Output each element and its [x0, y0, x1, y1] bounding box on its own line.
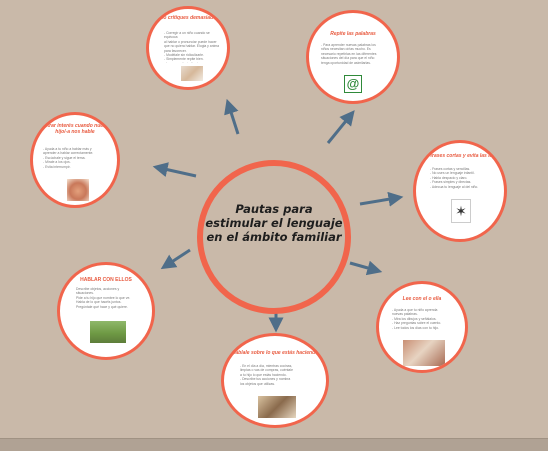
central-topic-title: Pautas para estimular el lenguaje en el …: [205, 202, 343, 244]
photo-icon: [67, 179, 89, 201]
node-text: - Ayuda a tu niño a hablar más y aprende…: [43, 147, 94, 169]
arrow-to-repite-palabras: [326, 110, 355, 144]
at-sign-icon: @: [344, 75, 362, 93]
node-title: Repite las palabras: [330, 31, 376, 37]
arrow-to-no-criticar: [224, 98, 240, 135]
node-title: Mostrar interés cuando nuestro hijo/-a n…: [37, 123, 113, 135]
central-topic[interactable]: Pautas para estimular el lenguaje en el …: [197, 160, 351, 314]
photo-icon: [258, 396, 296, 418]
node-title: HABLAR CON ELLOS: [80, 277, 132, 283]
node-mostrar-interes[interactable]: Mostrar interés cuando nuestro hijo/-a n…: [30, 112, 120, 208]
node-text: - Para aprender nuevas palabras los niño…: [321, 43, 377, 65]
node-text: - En el día a día, mientras cocinas, lim…: [240, 364, 293, 386]
node-title: Háblale sobre lo que estás haciendo: [231, 350, 319, 356]
node-text: - Ayuda a que tu niño aprenda nuevas pal…: [392, 308, 442, 330]
arrow-to-frases-cortas: [359, 191, 404, 207]
node-frases-cortas[interactable]: Elige frases cortas y evita las largas -…: [413, 140, 507, 242]
node-lee-con-el[interactable]: Lee con el o ella - Ayuda a que tu niño …: [376, 281, 468, 373]
node-title: No critiques demasiado: [159, 15, 217, 21]
arrow-to-lee-con-el: [349, 260, 383, 276]
arrow-to-mostrar-interes: [152, 162, 197, 178]
node-text: Describe objetos, acciones y situaciones…: [76, 287, 131, 309]
node-text: - Corregir a un niño cuando se equivoca …: [164, 31, 220, 63]
node-title: Lee con el o ella: [402, 296, 442, 302]
node-hablar-con-ellos[interactable]: HABLAR CON ELLOS Describe objetos, accio…: [57, 262, 155, 360]
figure-icon: ✶: [451, 199, 471, 223]
photo-icon: [403, 340, 445, 366]
node-text: - Frases cortas y sencillas. - No uses u…: [430, 167, 479, 189]
photo-icon: [181, 66, 203, 81]
bottom-bar: [0, 438, 548, 451]
photo-icon: [90, 321, 126, 343]
arrow-to-hablar-con-ellos: [160, 248, 191, 270]
node-title: Elige frases cortas y evita las largas: [417, 153, 503, 159]
node-hablale-sobre[interactable]: Háblale sobre lo que estás haciendo - En…: [221, 333, 329, 428]
node-repite-palabras[interactable]: Repite las palabras - Para aprender nuev…: [306, 10, 400, 104]
node-no-criticar[interactable]: No critiques demasiado - Corregir a un n…: [146, 6, 230, 90]
